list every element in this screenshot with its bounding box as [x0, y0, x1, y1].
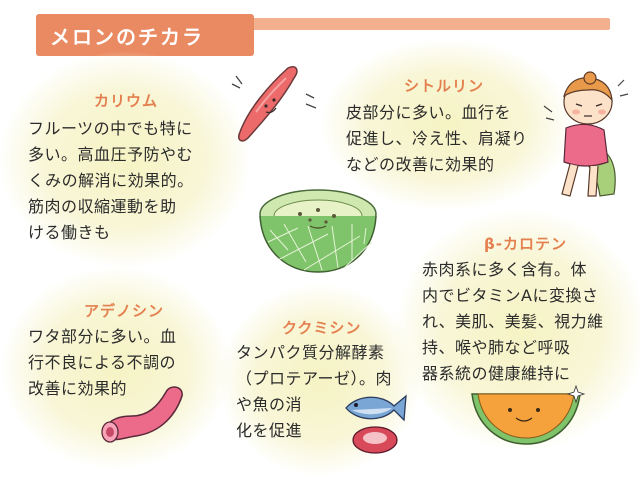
page-title: メロンのチカラ	[50, 24, 204, 49]
section-title-betacarotene: β-カロテン	[484, 235, 567, 253]
melon-slice-icon	[471, 384, 586, 445]
section-body-adenosine: ワタ部分に多い。血 行不良による不調の 改善に効果的	[28, 327, 177, 398]
section-body-citrulline: 皮部分に多い。血行を 促進し、冷え性、肩凝り などの改善に効果的	[346, 103, 528, 174]
glow-kalium	[0, 52, 250, 267]
muscle-icon	[231, 66, 317, 142]
section-body-betacarotene: 赤肉系に多く含有。体 内でビタミンAに変換さ れ、美肌、美髪、視力維 持、喉や肺…	[422, 260, 604, 383]
blood-vessel-icon	[101, 386, 183, 443]
girl-cold-icon	[543, 71, 629, 197]
glow-citrulline	[322, 40, 572, 210]
melon-half-icon	[259, 189, 377, 273]
header-tab: メロンのチカラ	[36, 14, 254, 56]
section-title-cucumisin: ククミシン	[282, 319, 362, 337]
section-title-adenosine: アデノシン	[84, 302, 165, 320]
section-title-citrulline: シトルリン	[404, 77, 485, 95]
fish-icon	[345, 394, 407, 422]
section-body-kalium: フルーツの中でも特に 多い。高血圧予防やむ くみの解消に効果的。 筋肉の収縮運動…	[28, 119, 194, 242]
section-title-kalium: カリウム	[94, 92, 159, 110]
meat-icon	[352, 426, 398, 454]
section-body-cucumisin: タンパク質分解酵素 （プロテアーゼ）。肉 や魚の消 化を促進	[236, 343, 393, 440]
